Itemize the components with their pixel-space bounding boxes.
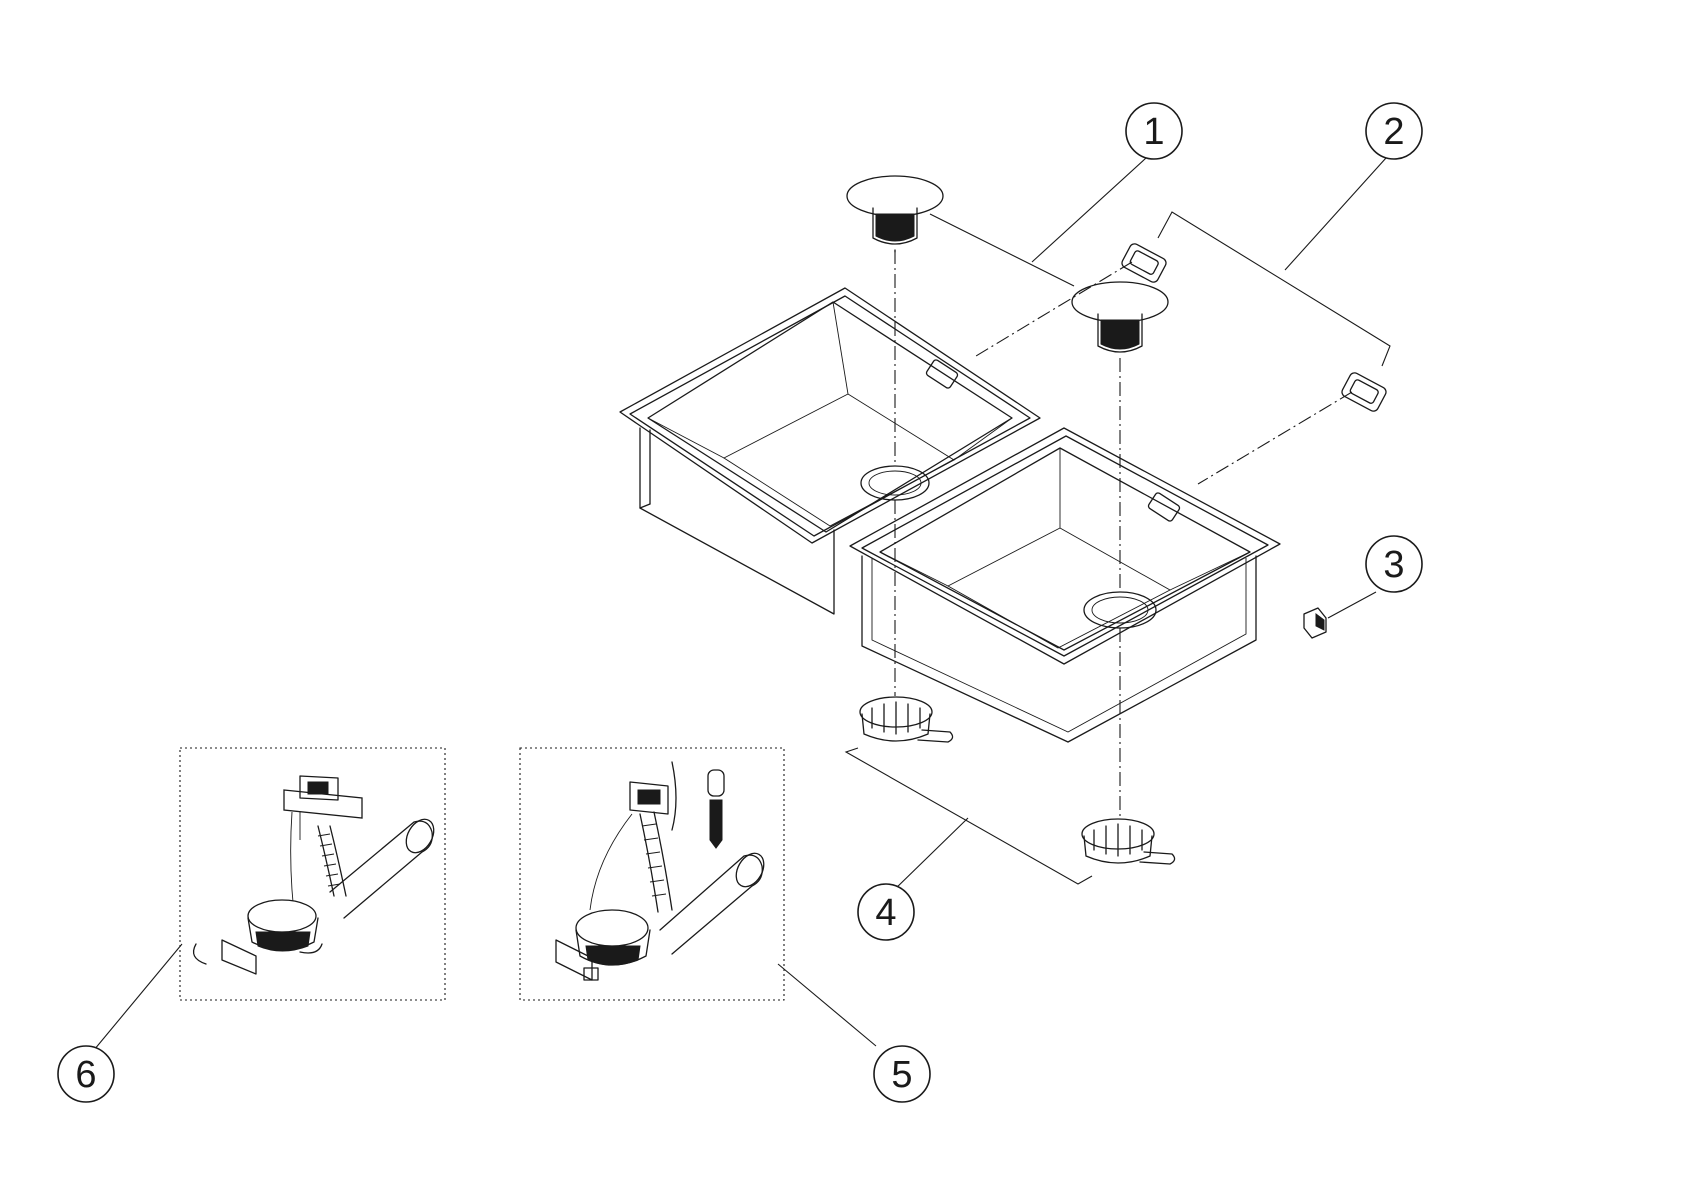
strainer-basket-1: [846, 175, 944, 253]
callout-5-label: 5: [891, 1054, 912, 1096]
overflow-cover-2: [1341, 372, 1387, 412]
callout-1: 1: [1125, 102, 1183, 160]
detail-box-waste-kit-6: [179, 747, 446, 1001]
callout-2-label: 2: [1383, 111, 1404, 153]
callout-6-label: 6: [75, 1054, 96, 1096]
callout-6: 6: [57, 1045, 115, 1103]
callout-3-label: 3: [1383, 544, 1404, 586]
callout-4-label: 4: [875, 892, 896, 934]
strainer-basket-2: [1071, 281, 1169, 353]
callout-3: 3: [1365, 535, 1423, 593]
right-sink-bowl: [849, 427, 1281, 743]
detail-box-waste-kit-5: [519, 747, 785, 1001]
assembly-centerlines: [894, 250, 1353, 818]
overflow-cover-1: [1121, 243, 1167, 283]
callout-4: 4: [857, 883, 915, 941]
left-sink-bowl: [619, 287, 1041, 615]
leader-lines: [93, 157, 1391, 1051]
callout-1-label: 1: [1143, 111, 1164, 153]
callout-2: 2: [1365, 102, 1423, 160]
mounting-clip: [1303, 607, 1327, 639]
drain-coupling-1: [859, 696, 954, 743]
drain-coupling-2: [1081, 818, 1176, 865]
callout-5: 5: [873, 1045, 931, 1103]
